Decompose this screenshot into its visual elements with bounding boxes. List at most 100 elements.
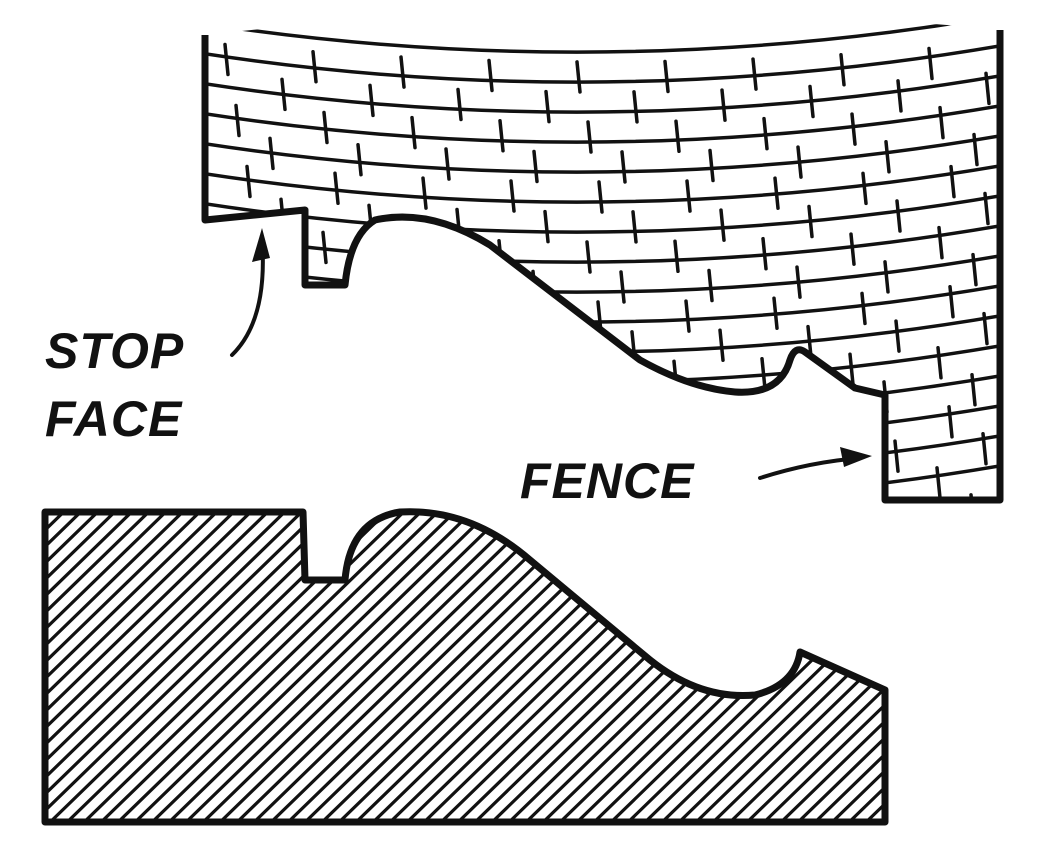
hatch-line xyxy=(142,511,486,822)
grain-ray xyxy=(849,232,856,266)
grain-ray xyxy=(708,148,715,183)
grain-ray xyxy=(498,119,505,153)
grain-ray xyxy=(410,115,417,150)
stop-label: STOP xyxy=(45,323,184,379)
grain-ray xyxy=(894,319,901,353)
grain-ray xyxy=(443,267,450,301)
hatch-line xyxy=(909,500,1039,830)
hatch-line xyxy=(45,511,299,822)
grain-ray xyxy=(542,329,549,364)
grain-line xyxy=(205,13,1000,54)
hatch-line xyxy=(771,511,885,822)
grain-ray xyxy=(532,149,539,184)
grain-ray xyxy=(936,346,943,380)
hatch-line xyxy=(193,511,537,822)
grain-ray xyxy=(983,191,990,226)
grain-ray xyxy=(632,90,639,124)
grain-ray xyxy=(718,328,725,362)
hatch-line xyxy=(737,511,885,822)
grain-ray xyxy=(332,291,339,325)
grain-line xyxy=(205,73,1000,114)
grain-ray xyxy=(663,59,670,94)
grain-ray xyxy=(860,291,867,326)
hatch-line xyxy=(0,500,25,830)
hatch-line xyxy=(159,511,503,822)
grain-ray xyxy=(893,439,900,473)
grain-ray xyxy=(409,235,416,270)
grain-ray xyxy=(884,140,891,174)
grain-ray xyxy=(280,77,287,112)
grain-ray xyxy=(859,411,866,446)
grain-ray xyxy=(674,119,681,154)
grain-ray xyxy=(268,136,275,171)
hatch-line xyxy=(45,511,248,822)
hatch-line xyxy=(108,511,452,822)
hatch-line xyxy=(635,511,885,822)
grain-ray xyxy=(707,511,710,541)
hatch-line xyxy=(45,511,129,822)
hatch-line xyxy=(125,511,469,822)
hatch-line xyxy=(45,511,231,822)
grain-ray xyxy=(761,236,768,271)
hatch-line xyxy=(91,511,435,822)
grain-ray xyxy=(233,223,240,258)
grain-ray xyxy=(631,210,638,244)
grain-ray xyxy=(847,472,854,500)
grain-ray xyxy=(896,79,903,113)
grain-ray xyxy=(419,416,426,450)
hatch-line xyxy=(703,511,885,822)
grain-ray xyxy=(720,88,727,122)
hatch-line xyxy=(45,511,197,822)
grain-ray xyxy=(496,358,503,393)
grain-ray xyxy=(773,176,780,210)
grain-ray xyxy=(584,360,591,394)
grain-ray xyxy=(618,390,625,424)
hatch-line xyxy=(754,511,885,822)
grain-ray xyxy=(895,199,902,233)
hatch-line xyxy=(45,511,180,822)
grain-ray xyxy=(808,84,815,119)
grain-ray xyxy=(883,260,890,294)
grain-ray xyxy=(981,431,988,466)
grain-ray xyxy=(320,350,327,385)
grain-ray xyxy=(453,447,460,482)
grain-ray xyxy=(685,179,692,213)
hatch-line xyxy=(926,500,1039,830)
grain-ray xyxy=(984,71,991,106)
grain-ray xyxy=(751,57,758,91)
grain-ray xyxy=(948,284,955,319)
fence-label: FENCE xyxy=(520,453,695,509)
grain-ray xyxy=(277,437,284,471)
grain-ray xyxy=(759,477,766,500)
grain-ray xyxy=(243,404,250,439)
grain-line xyxy=(205,103,1000,144)
cutter-block-outline xyxy=(201,30,1004,504)
grain-ray xyxy=(807,204,814,239)
grain-ray xyxy=(507,419,514,453)
grain-ray xyxy=(937,225,944,260)
grain-ray xyxy=(442,387,449,421)
grain-ray xyxy=(399,55,406,89)
grain-ray xyxy=(586,120,593,154)
hatch-line xyxy=(960,500,1039,830)
grain-ray xyxy=(597,180,604,214)
hatch-line xyxy=(977,500,1039,830)
grain-line xyxy=(205,193,1000,234)
grain-ray xyxy=(408,355,415,390)
grain-ray xyxy=(619,270,626,304)
grain-ray xyxy=(454,327,461,362)
grain-ray xyxy=(772,296,779,330)
hatch-line xyxy=(822,511,885,822)
grain-ray xyxy=(321,230,328,265)
grain-ray xyxy=(455,207,462,242)
hatch-line xyxy=(45,511,61,822)
grain-ray xyxy=(223,42,230,77)
hatch-line xyxy=(45,511,146,822)
hatch-line xyxy=(805,511,885,822)
grain-line xyxy=(205,223,1000,264)
hatch-line xyxy=(943,500,1039,830)
hatch-line xyxy=(994,500,1039,830)
grain-ray xyxy=(245,164,252,199)
grain-ray xyxy=(848,352,855,386)
grain-ray xyxy=(938,105,945,140)
